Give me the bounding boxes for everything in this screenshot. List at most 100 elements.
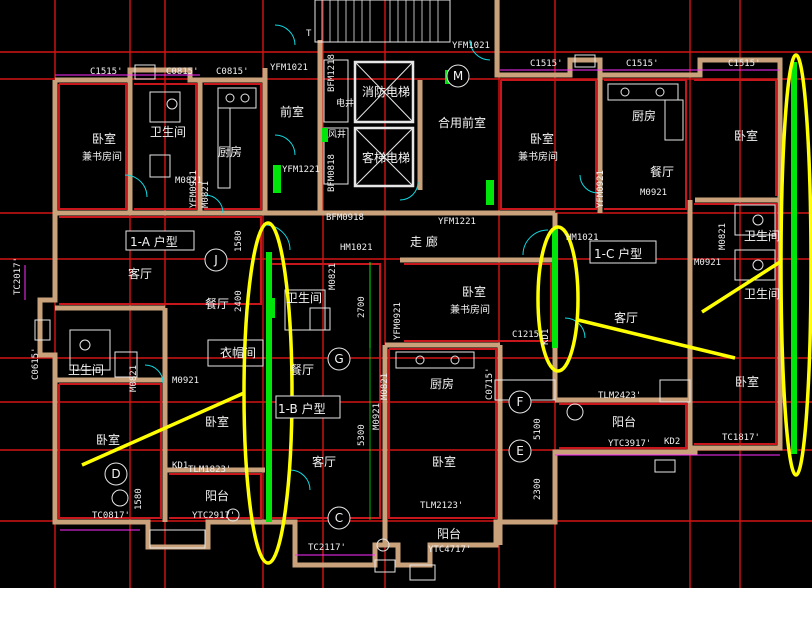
- room-passenger-elevator: 客梯电梯: [362, 150, 410, 165]
- room-bedroom-a: 卧室: [205, 414, 229, 429]
- room-fire-elevator: 消防电梯: [362, 84, 410, 99]
- tag-yfm1021-left: YFM1021: [270, 63, 308, 73]
- tag-yfm1221-b: YFM1221: [438, 217, 476, 227]
- axis-bubble-e: [508, 439, 532, 463]
- arrow-line-right: [701, 260, 781, 314]
- dim-2700: 2700: [357, 296, 367, 318]
- room-shared-front-room: 合用前室: [438, 115, 486, 130]
- highlight-ellipse-right: [779, 53, 812, 477]
- tag-c0815-a: C0815': [166, 67, 199, 77]
- tag-bfm1218: BFM1218: [327, 54, 337, 92]
- dim-1580-top: 1580: [234, 230, 244, 252]
- room-bath-b: 卫生间: [286, 291, 322, 305]
- tag-yfm0921: YFM0921: [189, 170, 199, 208]
- tag-c1515-mid: C1515': [530, 59, 563, 69]
- room-dining-a: 餐厅: [205, 296, 229, 311]
- tag-tlm2423: TLM2423': [598, 391, 641, 401]
- room-living-b: 客厅: [312, 454, 336, 469]
- tags: C1515' C0815' C0815' YFM1021 YFM1021 C15…: [13, 29, 761, 555]
- dim-1580-bottom: 1580: [134, 488, 144, 510]
- room-kitchen-b: 厨房: [632, 108, 656, 123]
- room-dining-c: 餐厅: [290, 362, 314, 377]
- axis-bubble-j: [204, 248, 228, 272]
- axis-bubble-d: [104, 462, 128, 486]
- room-front-room: 前室: [280, 104, 304, 119]
- room-labels: 1-A 户型 1-B 户型 1-C 户型 卧室 卫生间 厨房 前室 消防电梯 客…: [68, 84, 780, 541]
- axis-bubble-f: [508, 390, 532, 414]
- arrow-line-middle: [577, 318, 736, 360]
- room-bath-e: 卫生间: [68, 363, 104, 377]
- tag-tc2017: TC2017': [13, 257, 23, 295]
- room-balcony-b: 阳台: [437, 526, 461, 541]
- room-cloakroom: 衣帽间: [220, 345, 256, 360]
- tag-m0821-d: M0821: [380, 373, 390, 400]
- room-bedroom-d: 卧室: [96, 432, 120, 447]
- tag-kd2: KD2: [664, 437, 680, 447]
- room-bath-d: 卫生间: [744, 287, 780, 301]
- room-bedroom-b: 卧室: [432, 454, 456, 469]
- tag-ytc4717: YTC4717': [428, 545, 471, 555]
- tag-tlm2123: TLM2123': [420, 501, 463, 511]
- unit-type-1c: 1-C 户型: [594, 246, 642, 261]
- tag-tc0817: TC0817': [92, 511, 130, 521]
- room-bedroom-study-c-1: 卧室: [462, 284, 486, 299]
- floor-plan-canvas: 1-A 户型 1-B 户型 1-C 户型 卧室 卫生间 厨房 前室 消防电梯 客…: [0, 0, 812, 588]
- unit-type-1a: 1-A 户型: [130, 234, 178, 249]
- tag-tc2117: TC2117': [308, 543, 346, 553]
- door-swings: [124, 24, 599, 491]
- tag-bfm0918: BFM0918: [326, 213, 364, 223]
- room-bedroom-study-b-2: 兼书房间: [518, 150, 558, 163]
- tag-hm1021-b: HM1021: [566, 233, 599, 243]
- axis-label-d: D: [111, 467, 120, 481]
- walls-outer: [37, 0, 783, 568]
- room-corridor: 走 廊: [410, 234, 438, 249]
- axis-label-c: C: [335, 511, 343, 525]
- tag-m0821-e: M0821: [129, 365, 139, 392]
- tag-yfm1221: YFM1221: [282, 165, 320, 175]
- tag-c1515-left: C1515': [90, 67, 123, 77]
- tag-tlm1823: TLM1823': [188, 465, 231, 475]
- tag-yfm1021-top: YFM1021: [452, 41, 490, 51]
- room-bedroom-c: 卧室: [735, 374, 759, 389]
- room-elec-shaft: 电井: [336, 97, 354, 109]
- room-living-c: 客厅: [614, 310, 638, 325]
- core-elements: [314, 0, 451, 188]
- axis-bubble-c: [327, 506, 351, 530]
- fixtures: [34, 54, 776, 581]
- arrow-line-left: [81, 391, 245, 467]
- room-bedroom-top-right: 卧室: [734, 128, 758, 143]
- unit-type-1b: 1-B 户型: [278, 401, 326, 416]
- axis-bubble-m: [446, 64, 470, 88]
- highlighted-walls: [266, 62, 797, 522]
- room-balcony-c: 阳台: [612, 414, 636, 429]
- unit-label-boxes: [125, 230, 657, 419]
- room-bath-c: 卫生间: [744, 229, 780, 243]
- room-kitchen-a: 厨房: [218, 144, 242, 159]
- room-balcony-a: 阳台: [205, 488, 229, 503]
- tag-bfm0818: BFM0818: [327, 154, 337, 192]
- tag-yfm0921-b: YFM0921: [596, 170, 606, 208]
- tag-c0715: C0715': [485, 367, 495, 400]
- axis-label-j: J: [213, 253, 218, 267]
- tag-ytc2917: YTC2917': [192, 511, 235, 521]
- axis-label-f: F: [517, 395, 524, 409]
- walls-inner: [58, 79, 777, 519]
- tag-m0921-a: M0921: [172, 376, 199, 386]
- dim-2300: 2300: [533, 478, 543, 500]
- tag-ymf0921: YFM0921: [393, 302, 403, 340]
- axis-bubble-g: [327, 347, 351, 371]
- room-wind-shaft-a: 风井: [328, 128, 346, 140]
- highlight-ellipse-middle: [536, 225, 580, 373]
- tag-m0921-d: M0921: [372, 403, 382, 430]
- axis-label-m: M: [453, 69, 463, 83]
- tag-kd1: KD1: [172, 461, 188, 471]
- yellow-annotations: [81, 53, 812, 565]
- dim-5100: 5100: [533, 418, 543, 440]
- tag-m0921-c: M0921: [694, 258, 721, 268]
- tag-m0821-c: M0821: [328, 263, 338, 290]
- tag-c1515-r2: C1515': [728, 59, 761, 69]
- room-kitchen-c: 厨房: [430, 376, 454, 391]
- axis-label-g: G: [334, 352, 343, 366]
- tag-ytc3917: YTC3917': [608, 439, 651, 449]
- tag-tc1817: TC1817': [722, 433, 760, 443]
